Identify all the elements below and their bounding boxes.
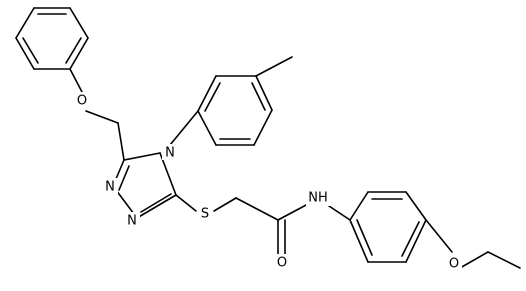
- bond: [140, 193, 172, 213]
- atom-label: NH: [308, 191, 328, 206]
- bond: [65, 37, 82, 64]
- bond: [405, 219, 427, 263]
- bond: [405, 191, 427, 221]
- bond: [22, 37, 39, 64]
- bond: [459, 251, 489, 269]
- bond: [69, 7, 89, 39]
- atom-label: O: [449, 257, 459, 272]
- bond: [401, 221, 420, 257]
- triazole-n2: N: [124, 212, 140, 229]
- bond: [349, 219, 369, 263]
- atom-label: N: [105, 180, 115, 195]
- bond: [117, 122, 125, 161]
- thioether-sulfur: S: [197, 205, 213, 222]
- carbonyl-oxygen: O: [274, 254, 290, 271]
- bond: [69, 68, 83, 93]
- bond: [204, 82, 221, 112]
- bond: [255, 56, 293, 77]
- ether-oxygen-top: O: [74, 92, 90, 109]
- triazole-n1: N: [102, 178, 118, 195]
- bond: [349, 191, 369, 221]
- ethoxy-oxygen: O: [446, 255, 462, 272]
- atom-label: S: [201, 207, 209, 222]
- bonds: [15, 7, 521, 269]
- bond: [118, 165, 130, 191]
- amide-nh: NH: [306, 190, 330, 206]
- bond: [197, 75, 217, 112]
- atom-label: N: [127, 214, 137, 229]
- bond: [175, 194, 197, 212]
- atom-label: O: [277, 256, 287, 271]
- bond: [169, 110, 199, 146]
- bond: [277, 203, 309, 221]
- bond: [213, 197, 237, 212]
- bond: [255, 75, 273, 111]
- bond: [325, 203, 351, 221]
- bond: [356, 219, 373, 256]
- atom-labels: O N N N S NH O O: [74, 92, 462, 272]
- bond: [123, 152, 161, 161]
- bond: [69, 37, 89, 70]
- bond: [15, 37, 35, 70]
- bond: [15, 7, 35, 39]
- bond: [425, 219, 453, 253]
- triazole-n4: N: [162, 144, 178, 161]
- bond: [253, 109, 273, 146]
- atom-label: O: [77, 94, 87, 109]
- bond: [235, 197, 279, 221]
- bond: [85, 110, 119, 124]
- bond: [197, 110, 217, 146]
- bond: [487, 251, 521, 269]
- bond: [251, 82, 266, 111]
- bond: [136, 194, 177, 219]
- atom-label: N: [165, 146, 175, 161]
